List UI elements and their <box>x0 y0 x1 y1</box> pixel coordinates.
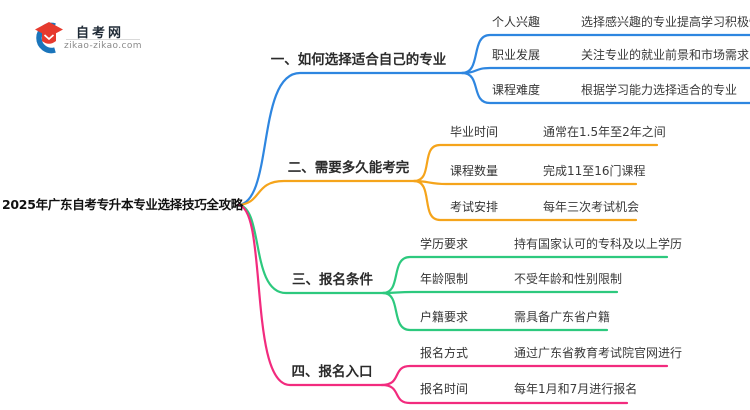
branch2-child1-key: 毕业时间 <box>450 125 499 139</box>
branch1-child1-value: 选择感兴趣的专业提高学习积极性 <box>581 15 750 29</box>
branch2-lines <box>236 143 659 222</box>
branch2-child2-value: 完成11至16门课程 <box>543 164 646 178</box>
logo-title: 自考网 <box>76 26 125 41</box>
logo-divider <box>66 39 140 40</box>
branch1-lines <box>236 33 750 207</box>
branch3-label: 三、报名条件 <box>292 272 373 288</box>
branch1-child2-key: 职业发展 <box>492 48 541 62</box>
branch3-lines <box>236 203 669 332</box>
branch2-child3-value: 每年三次考试机会 <box>543 200 640 214</box>
branch3-child1-key: 学历要求 <box>420 237 469 251</box>
branch3-child3-key: 户籍要求 <box>420 310 469 324</box>
branch4-child1-key: 报名方式 <box>420 346 469 360</box>
branch3-child3-value: 需具备广东省户籍 <box>514 310 611 324</box>
branch3-child2-value: 不受年龄和性别限制 <box>514 272 623 286</box>
branch4-child2-value: 每年1月和7月进行报名 <box>514 382 638 396</box>
branch1-child3-value: 根据学习能力选择适合的专业 <box>581 83 738 97</box>
branch1-child1-key: 个人兴趣 <box>492 15 541 29</box>
branch2-label: 二、需要多久能考完 <box>287 160 410 176</box>
branch2-child2-key: 课程数量 <box>450 164 499 178</box>
branch3-child1-value: 持有国家认可的专科及以上学历 <box>514 237 683 251</box>
branch4-child1-value: 通过广东省教育考试院官网进行 <box>514 346 683 360</box>
branch1-label: 一、如何选择适合自己的专业 <box>270 52 447 68</box>
branch2-child3-key: 考试安排 <box>450 200 499 214</box>
site-logo[interactable]: 自考网 zikao-zikao.com <box>28 18 148 60</box>
root-topic: 2025年广东自考专升本专业选择技巧全攻略 <box>2 197 243 212</box>
branch2-child1-value: 通常在1.5年至2年之间 <box>543 125 666 139</box>
branch1-child3-key: 课程难度 <box>492 83 541 97</box>
branch1-child2-value: 关注专业的就业前景和市场需求 <box>581 48 750 62</box>
branch3-child2-key: 年龄限制 <box>420 272 469 286</box>
branch4-label: 四、报名入口 <box>291 364 373 380</box>
branch4-child2-key: 报名时间 <box>420 382 469 396</box>
graduation-cap-icon <box>35 22 63 54</box>
logo-domain: zikao-zikao.com <box>64 41 142 51</box>
branch4-lines <box>236 203 669 405</box>
